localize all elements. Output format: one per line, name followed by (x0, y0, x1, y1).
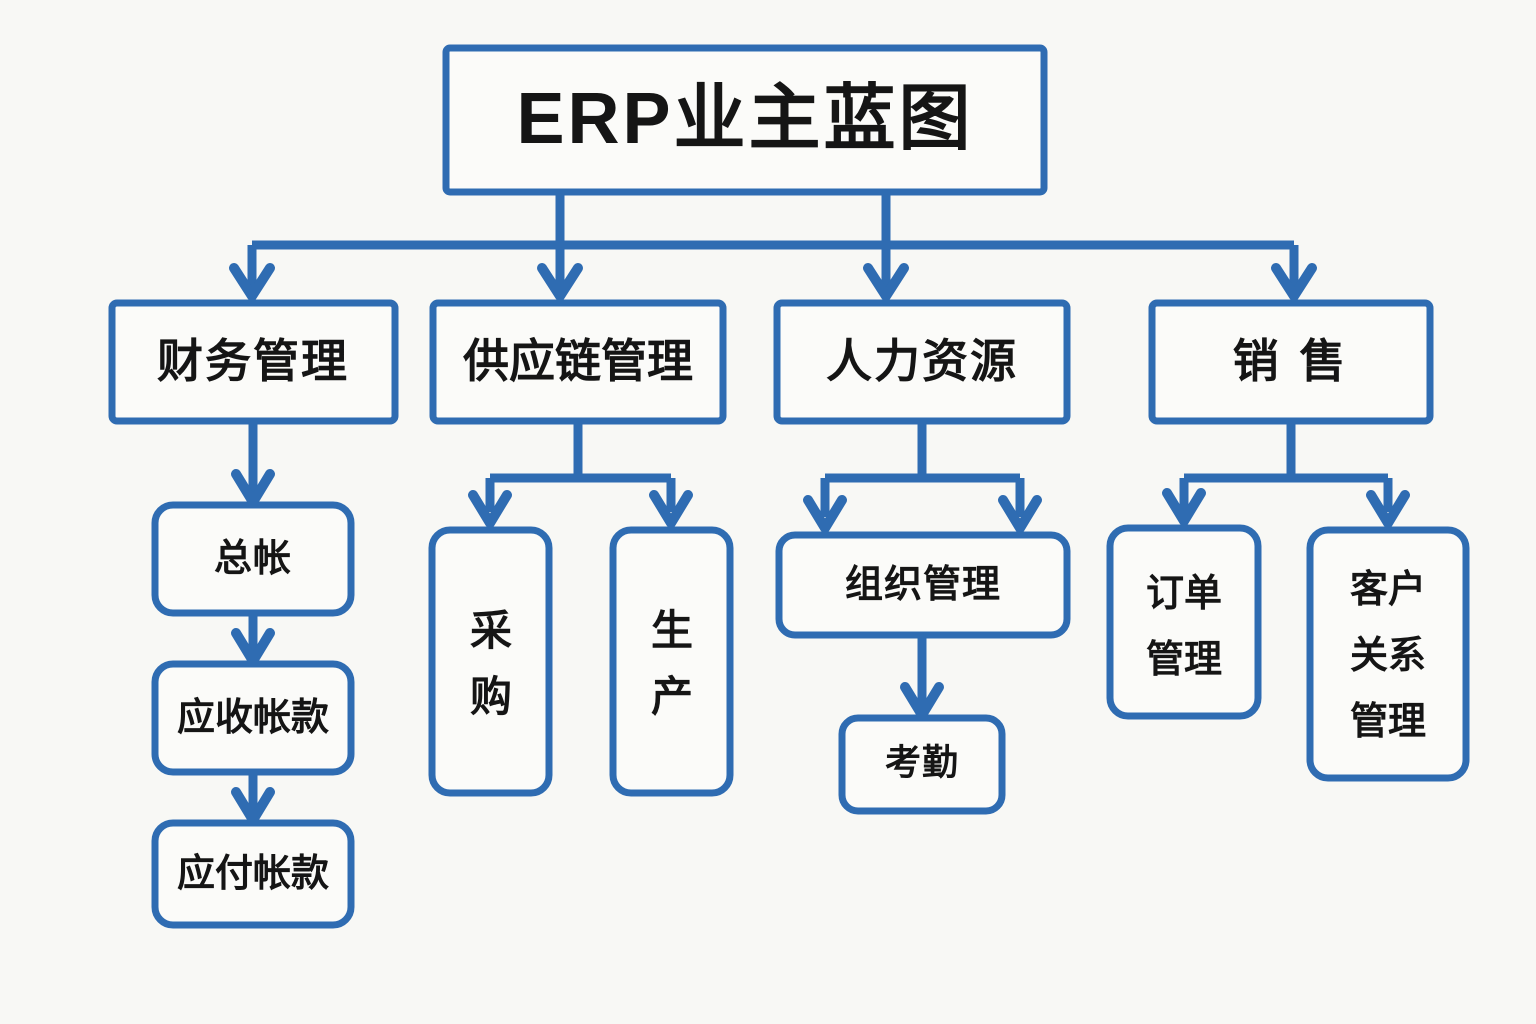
node-title-box[interactable] (442, 44, 1048, 196)
node-production-box[interactable] (609, 526, 734, 797)
node-accounts-payable-box[interactable] (151, 819, 355, 929)
node-supplychain[interactable]: 供应链管理 (429, 299, 727, 425)
node-general-ledger-box[interactable] (151, 501, 355, 617)
node-order-management-box[interactable] (1106, 524, 1262, 720)
node-finance-box[interactable] (108, 299, 399, 425)
connector-supplychain-branch (468, 421, 693, 528)
node-purchase-label-line-2: 购 (470, 673, 512, 720)
node-purchase[interactable]: 采 购 (428, 526, 553, 797)
node-purchase-box[interactable] (428, 526, 553, 797)
node-hr[interactable]: 人力资源 (773, 299, 1071, 425)
node-accounts-payable-label: 应付帐款 (177, 853, 329, 895)
node-supplychain-box[interactable] (429, 299, 727, 425)
node-crm-label-line-3: 管理 (1350, 701, 1426, 743)
node-attendance[interactable]: 考勤 (838, 714, 1006, 815)
connector-layer (229, 192, 1410, 825)
node-crm-label-line-1: 客户 (1350, 568, 1426, 611)
node-production[interactable]: 生 产 (609, 526, 734, 797)
node-crm-label-line-2: 关系 (1350, 635, 1426, 677)
connector-sales-branch (1162, 421, 1410, 528)
node-org-management[interactable]: 组织管理 (775, 531, 1071, 639)
node-attendance-box[interactable] (838, 714, 1006, 815)
node-sales-box[interactable] (1148, 299, 1434, 425)
node-general-ledger[interactable]: 总帐 (151, 501, 355, 617)
node-hr-label: 人力资源 (826, 335, 1018, 387)
node-hr-box[interactable] (773, 299, 1071, 425)
node-org-management-label: 组织管理 (845, 564, 1001, 606)
connector-title-to-level1 (229, 192, 1317, 301)
node-finance[interactable]: 财务管理 (108, 299, 399, 425)
node-title[interactable]: ERP业主蓝图 (442, 44, 1048, 196)
node-supplychain-label: 供应链管理 (463, 335, 693, 387)
node-accounts-receivable-box[interactable] (151, 660, 355, 776)
node-sales[interactable]: 销 售 (1148, 299, 1434, 425)
node-attendance-label: 考勤 (885, 742, 959, 783)
node-order-management-label-line-1: 订单 (1146, 573, 1222, 615)
node-production-label-line-1: 生 (651, 607, 693, 654)
node-order-management[interactable]: 订单 管理 (1106, 524, 1262, 720)
node-accounts-receivable-label: 应收帐款 (177, 697, 329, 739)
node-title-label: ERP业主蓝图 (516, 79, 973, 159)
node-finance-label: 财务管理 (157, 335, 349, 387)
node-sales-label: 销 售 (1233, 335, 1350, 387)
node-general-ledger-label: 总帐 (214, 538, 292, 580)
node-org-management-box[interactable] (775, 531, 1071, 639)
node-order-management-label-line-2: 管理 (1146, 639, 1222, 681)
node-accounts-payable[interactable]: 应付帐款 (151, 819, 355, 929)
node-crm-box[interactable] (1306, 526, 1470, 782)
node-production-label-line-2: 产 (651, 673, 693, 720)
node-crm[interactable]: 客户 关系 管理 (1306, 526, 1470, 782)
node-accounts-receivable[interactable]: 应收帐款 (151, 660, 355, 776)
node-purchase-label-line-1: 采 (470, 607, 512, 654)
